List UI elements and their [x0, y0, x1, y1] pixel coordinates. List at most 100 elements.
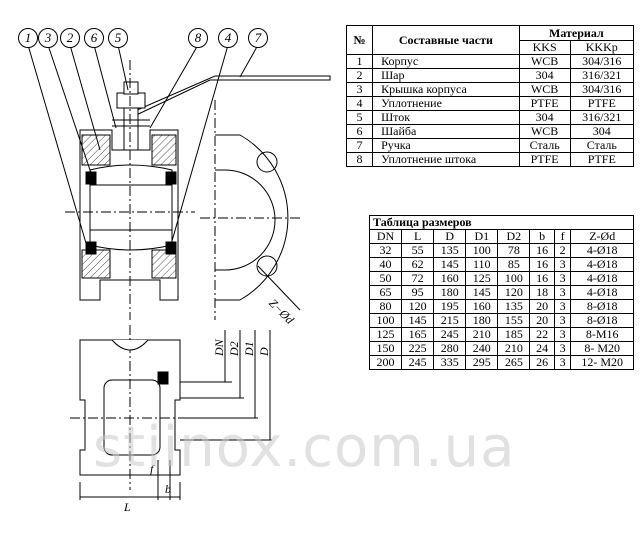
- callout-4: 4: [218, 28, 238, 48]
- parts-cell-name: Шайба: [372, 124, 520, 139]
- parts-cell-kks: 304: [518, 68, 571, 83]
- handle: [127, 75, 331, 119]
- parts-cell-kkkp: 304: [569, 124, 635, 139]
- dimensions-cell: 155: [497, 313, 531, 328]
- dimensions-cell: 3: [553, 327, 572, 342]
- dimensions-cell: 280: [433, 341, 467, 356]
- dimensions-cell: 125: [465, 271, 499, 286]
- callout-6: 6: [84, 28, 104, 48]
- parts-cell-name: Уплотнение: [372, 96, 520, 111]
- dim-label-l: L: [124, 500, 131, 514]
- dimensions-cell: 3: [553, 341, 572, 356]
- dimensions-header-cell: Z-Ød: [570, 229, 634, 244]
- dimensions-table-title: Таблица размеров: [369, 215, 634, 230]
- dimensions-cell: 3: [553, 355, 572, 370]
- dimensions-cell: 110: [465, 257, 499, 272]
- callout-row: 1 3 2 6 5 8 4 7: [0, 0, 345, 60]
- watermark: stiinox.com.ua: [93, 415, 516, 480]
- dimensions-cell: 120: [401, 299, 435, 314]
- valve-drawing: [27, 44, 331, 500]
- dimensions-cell: 185: [497, 327, 531, 342]
- dimensions-cell: 210: [465, 327, 499, 342]
- parts-cell-num: 4: [345, 96, 374, 111]
- parts-cell-name: Уплотнение штока: [372, 152, 520, 167]
- dimensions-cell: 55: [401, 243, 435, 258]
- dimensions-cell: 24: [529, 341, 555, 356]
- dimensions-cell: 225: [401, 341, 435, 356]
- dimensions-cell: 8- M20: [570, 341, 634, 356]
- dimensions-cell: 3: [553, 299, 572, 314]
- dimensions-cell: 135: [433, 243, 467, 258]
- parts-cell-kkkp: PTFE: [569, 96, 635, 111]
- parts-cell-name: Шар: [372, 68, 520, 83]
- parts-cell-num: 7: [345, 138, 374, 153]
- dimensions-header-cell: b: [529, 229, 555, 244]
- parts-header-part: Составные части: [372, 25, 520, 55]
- dimensions-cell: 215: [433, 313, 467, 328]
- dimensions-cell: 180: [465, 313, 499, 328]
- stem-nut: [116, 92, 146, 109]
- dimensions-cell: 165: [401, 327, 435, 342]
- dimensions-cell: 120: [497, 285, 531, 300]
- dimensions-header-cell: f: [553, 229, 572, 244]
- dim-label-d2: D2: [227, 341, 241, 356]
- dimensions-header-cell: D: [433, 229, 467, 244]
- dimensions-cell: 16: [529, 243, 555, 258]
- parts-cell-num: 3: [345, 82, 374, 97]
- parts-header-material: Материал: [518, 25, 635, 41]
- dimensions-cell: 78: [497, 243, 531, 258]
- dimensions-cell: 4-Ø18: [570, 271, 634, 286]
- parts-subheader-kkkp: KKKp: [569, 40, 635, 55]
- parts-cell-kks: PTFE: [518, 152, 571, 167]
- parts-cell-kks: WCB: [518, 82, 571, 97]
- dimensions-cell: 32: [368, 243, 403, 258]
- parts-cell-kkkp: PTFE: [569, 152, 635, 167]
- dimensions-cell: 335: [433, 355, 467, 370]
- parts-cell-kks: WCB: [518, 54, 571, 69]
- dimensions-cell: 125: [368, 327, 403, 342]
- parts-header-num: №: [345, 25, 374, 55]
- dimensions-cell: 85: [497, 257, 531, 272]
- parts-subheader-kks: KKS: [518, 40, 571, 55]
- parts-cell-kkkp: 316/321: [569, 110, 635, 125]
- callout-3: 3: [38, 28, 58, 48]
- dimensions-cell: 26: [529, 355, 555, 370]
- parts-cell-name: Ручка: [372, 138, 520, 153]
- dimensions-cell: 195: [433, 299, 467, 314]
- parts-cell-name: Шток: [372, 110, 520, 125]
- dimensions-cell: 3: [553, 285, 572, 300]
- parts-cell-kks: Сталь: [518, 138, 571, 153]
- dimensions-cell: 40: [368, 257, 403, 272]
- dimensions-cell: 20: [529, 313, 555, 328]
- dimensions-cell: 50: [368, 271, 403, 286]
- dimensions-header-cell: D2: [497, 229, 531, 244]
- callout-5: 5: [108, 28, 128, 48]
- dimensions-cell: 100: [465, 243, 499, 258]
- dimensions-cell: 100: [497, 271, 531, 286]
- parts-cell-name: Корпус: [372, 54, 520, 69]
- dimensions-cell: 210: [497, 341, 531, 356]
- dimensions-cell: 295: [465, 355, 499, 370]
- dim-label-d1: D1: [242, 341, 256, 356]
- parts-cell-num: 5: [345, 110, 374, 125]
- dimensions-cell: 160: [465, 299, 499, 314]
- dim-label-d: D: [257, 347, 271, 356]
- dimensions-cell: 20: [529, 299, 555, 314]
- parts-cell-name: Крышка корпуса: [372, 82, 520, 97]
- dimensions-cell: 245: [401, 355, 435, 370]
- dim-label-f: f: [150, 462, 154, 476]
- dimensions-header-cell: DN: [368, 229, 403, 244]
- dimensions-cell: 240: [465, 341, 499, 356]
